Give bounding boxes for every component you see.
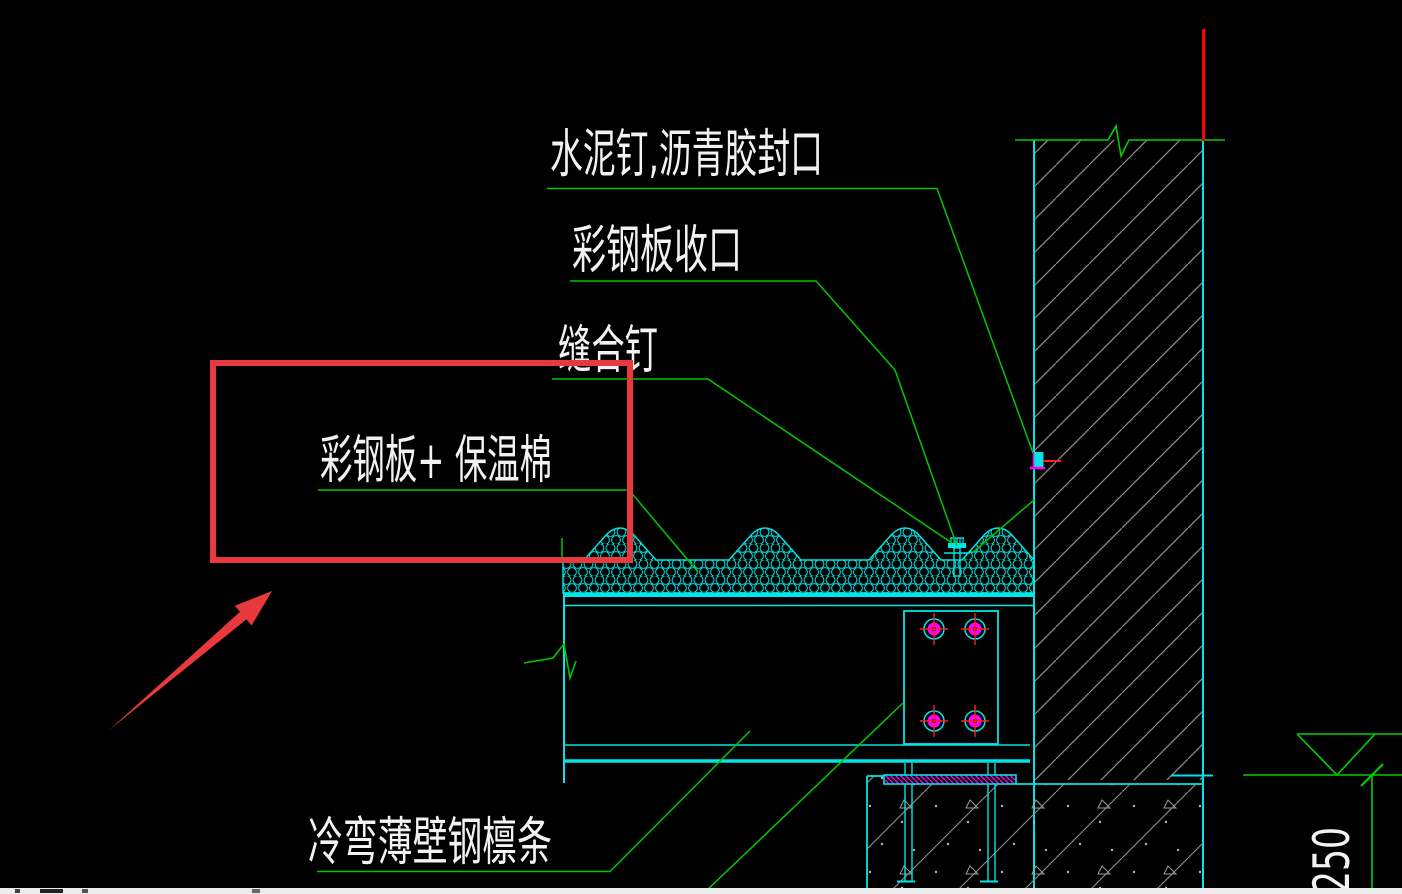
bolt [961,705,989,737]
bolt [961,613,989,645]
leader-closure-to-wall [971,499,1035,554]
label-panel-closure: 彩钢板收口 [572,221,742,281]
dimension-tick [1360,763,1384,787]
cement-nail-detail [1030,452,1061,470]
dimension-value: 250 [1303,827,1361,893]
labels: 水泥钉,沥青胶封口 彩钢板收口 缝合钉 彩钢板+ 保温棉 冷弯薄壁钢檩条 [308,125,823,873]
purlin-beam [523,593,1034,783]
beam-break-symbol [523,642,577,682]
window-edge-strip[interactable] [0,888,1402,894]
highlight-rectangle [210,360,633,563]
label-purlin: 冷弯薄壁钢檩条 [308,813,552,873]
gusset-plate [903,610,999,775]
window-edge-mark [252,889,260,893]
leader-purlin [317,730,751,873]
window-edge-mark [40,889,63,893]
label-stitch-screw: 缝合钉 [558,321,658,381]
bolt [920,613,948,645]
gusset-plate-outline [903,610,999,745]
review-highlight [108,360,633,731]
leader-cutoff-bottom [702,702,904,894]
anchor-base-plate [883,774,1017,785]
window-edge-mark [15,889,20,893]
window-edge-mark [82,889,88,893]
leader-panel-closure [570,280,958,547]
concrete-hatch-area [867,776,1203,888]
highlight-arrow-icon [108,591,272,731]
label-cement-nail-seal: 水泥钉,沥青胶封口 [550,125,823,185]
level-triangle-icon [1296,733,1376,777]
bolt [920,705,948,737]
wall-top-break-line [1015,123,1225,159]
dimension-group: 250 [1243,733,1402,894]
label-panel-insulation: 彩钢板+ 保温棉 [320,431,552,491]
concrete-footing [866,774,1203,888]
leader-stitch-screw [552,378,953,544]
window-edge-strip-bg[interactable] [0,888,1402,894]
leader-cement-nail [547,187,1034,454]
masonry-wall [1015,29,1225,888]
wall-hatch-area [1034,140,1203,780]
